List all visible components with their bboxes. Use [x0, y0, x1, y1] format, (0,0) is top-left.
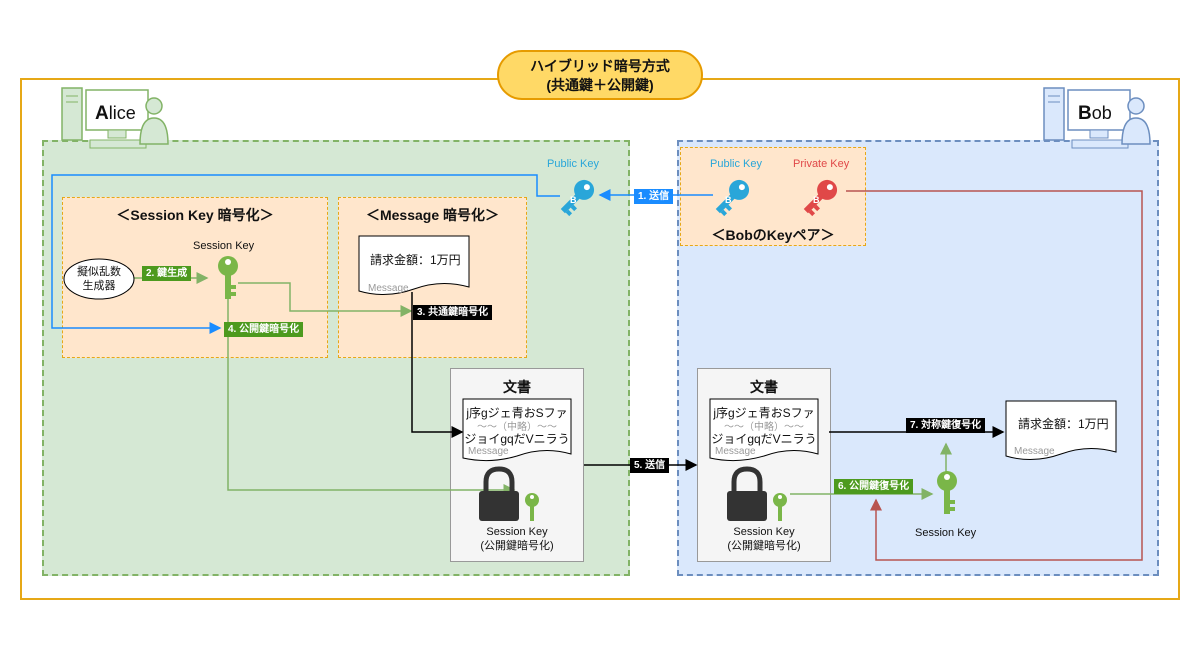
step-3-label: 3. 共通鍵暗号化: [413, 305, 493, 320]
step-1-label: 1. 送信: [634, 189, 674, 204]
bob-name: Bob: [1078, 103, 1112, 124]
bob-doc-caption: Message: [715, 446, 756, 457]
alice-session-key-icon: [218, 256, 238, 299]
message-encrypt-title: ＜Message 暗号化＞: [365, 207, 500, 223]
bob-message-text: 請求金額：1万円: [1018, 417, 1109, 431]
bob-lock-icon: [727, 466, 787, 521]
arrow-private-key-to-decrypt: [846, 190, 1143, 561]
bob-document-title: 文書: [750, 379, 778, 395]
bob-encrypted-key-label: Session Key(公開鍵暗号化): [727, 526, 801, 552]
alice-session-key-label: Session Key: [193, 240, 255, 252]
arrow-public-key-to-encrypt: [51, 174, 560, 334]
step-2-label: 2. 鍵生成: [142, 266, 192, 281]
bob-message-caption: Message: [1014, 446, 1055, 457]
alice-message-doc: [358, 235, 470, 295]
bob-keypair-box: ＜BobのKeyペア＞: [680, 147, 866, 246]
alice-lock-icon: [479, 466, 539, 521]
step-7-label: 7. 対称鍵復号化: [906, 418, 986, 433]
alice-public-key-label: Public Key: [547, 158, 599, 170]
alice-message-text: 請求金額：1万円: [370, 253, 461, 267]
rng-ellipse: [63, 258, 135, 300]
alice-encrypted-key-label: Session Key(公開鍵暗号化): [480, 526, 554, 552]
title-line1: ハイブリッド暗号方式: [530, 58, 670, 74]
diagram-title: ハイブリッド暗号方式 (共通鍵＋公開鍵): [497, 50, 703, 100]
bob-encrypted-doc: [709, 398, 819, 462]
alice-doc-line3: ジョイgqだVニラう: [464, 432, 570, 446]
bob-public-key-label: Public Key: [710, 158, 762, 170]
alice-public-key-icon: B: [560, 179, 595, 217]
arrow-session-key-to-message: [238, 282, 413, 317]
bob-message-doc: [1005, 400, 1117, 460]
alice-name: Alice: [95, 103, 136, 124]
alice-doc-caption: Message: [468, 446, 509, 457]
bob-keypair-title: ＜BobのKeyペア＞: [711, 227, 835, 243]
bob-computer-icon: [1043, 87, 1151, 149]
bob-doc-line1: j序gジェ青おSファ: [713, 406, 815, 420]
svg-text:B: B: [725, 195, 732, 205]
bob-session-key-label: Session Key: [915, 527, 977, 539]
alice-doc-line1: j序gジェ青おSファ: [466, 406, 568, 420]
alice-message-caption: Message: [368, 283, 409, 294]
rng-label: 擬似乱数生成器: [77, 266, 121, 292]
session-key-encrypt-title: ＜Session Key 暗号化＞: [116, 207, 274, 223]
svg-text:B: B: [813, 195, 820, 205]
bob-session-key-icon: [937, 471, 957, 514]
alice-computer-icon: [61, 87, 169, 149]
alice-encrypted-doc: [462, 398, 572, 462]
step-6-label: 6. 公開鍵復号化: [834, 479, 914, 494]
arrow-message-to-document: [411, 292, 464, 438]
bob-doc-line3: ジョイgqだVニラう: [711, 432, 817, 446]
bob-private-key-icon: B: [803, 179, 838, 217]
bob-doc-line2: 〜〜（中略）〜〜: [724, 422, 804, 433]
step-5-label: 5. 送信: [630, 458, 670, 473]
step-4-label: 4. 公開鍵暗号化: [224, 322, 304, 337]
bob-public-key-icon: B: [715, 179, 750, 217]
alice-doc-line2: 〜〜（中略）〜〜: [477, 422, 557, 433]
title-line2: (共通鍵＋公開鍵): [546, 77, 654, 93]
svg-text:B: B: [570, 195, 577, 205]
alice-document-title: 文書: [503, 379, 531, 395]
bob-private-key-label: Private Key: [793, 158, 850, 170]
arrow-session-key-to-lock: [227, 298, 516, 496]
